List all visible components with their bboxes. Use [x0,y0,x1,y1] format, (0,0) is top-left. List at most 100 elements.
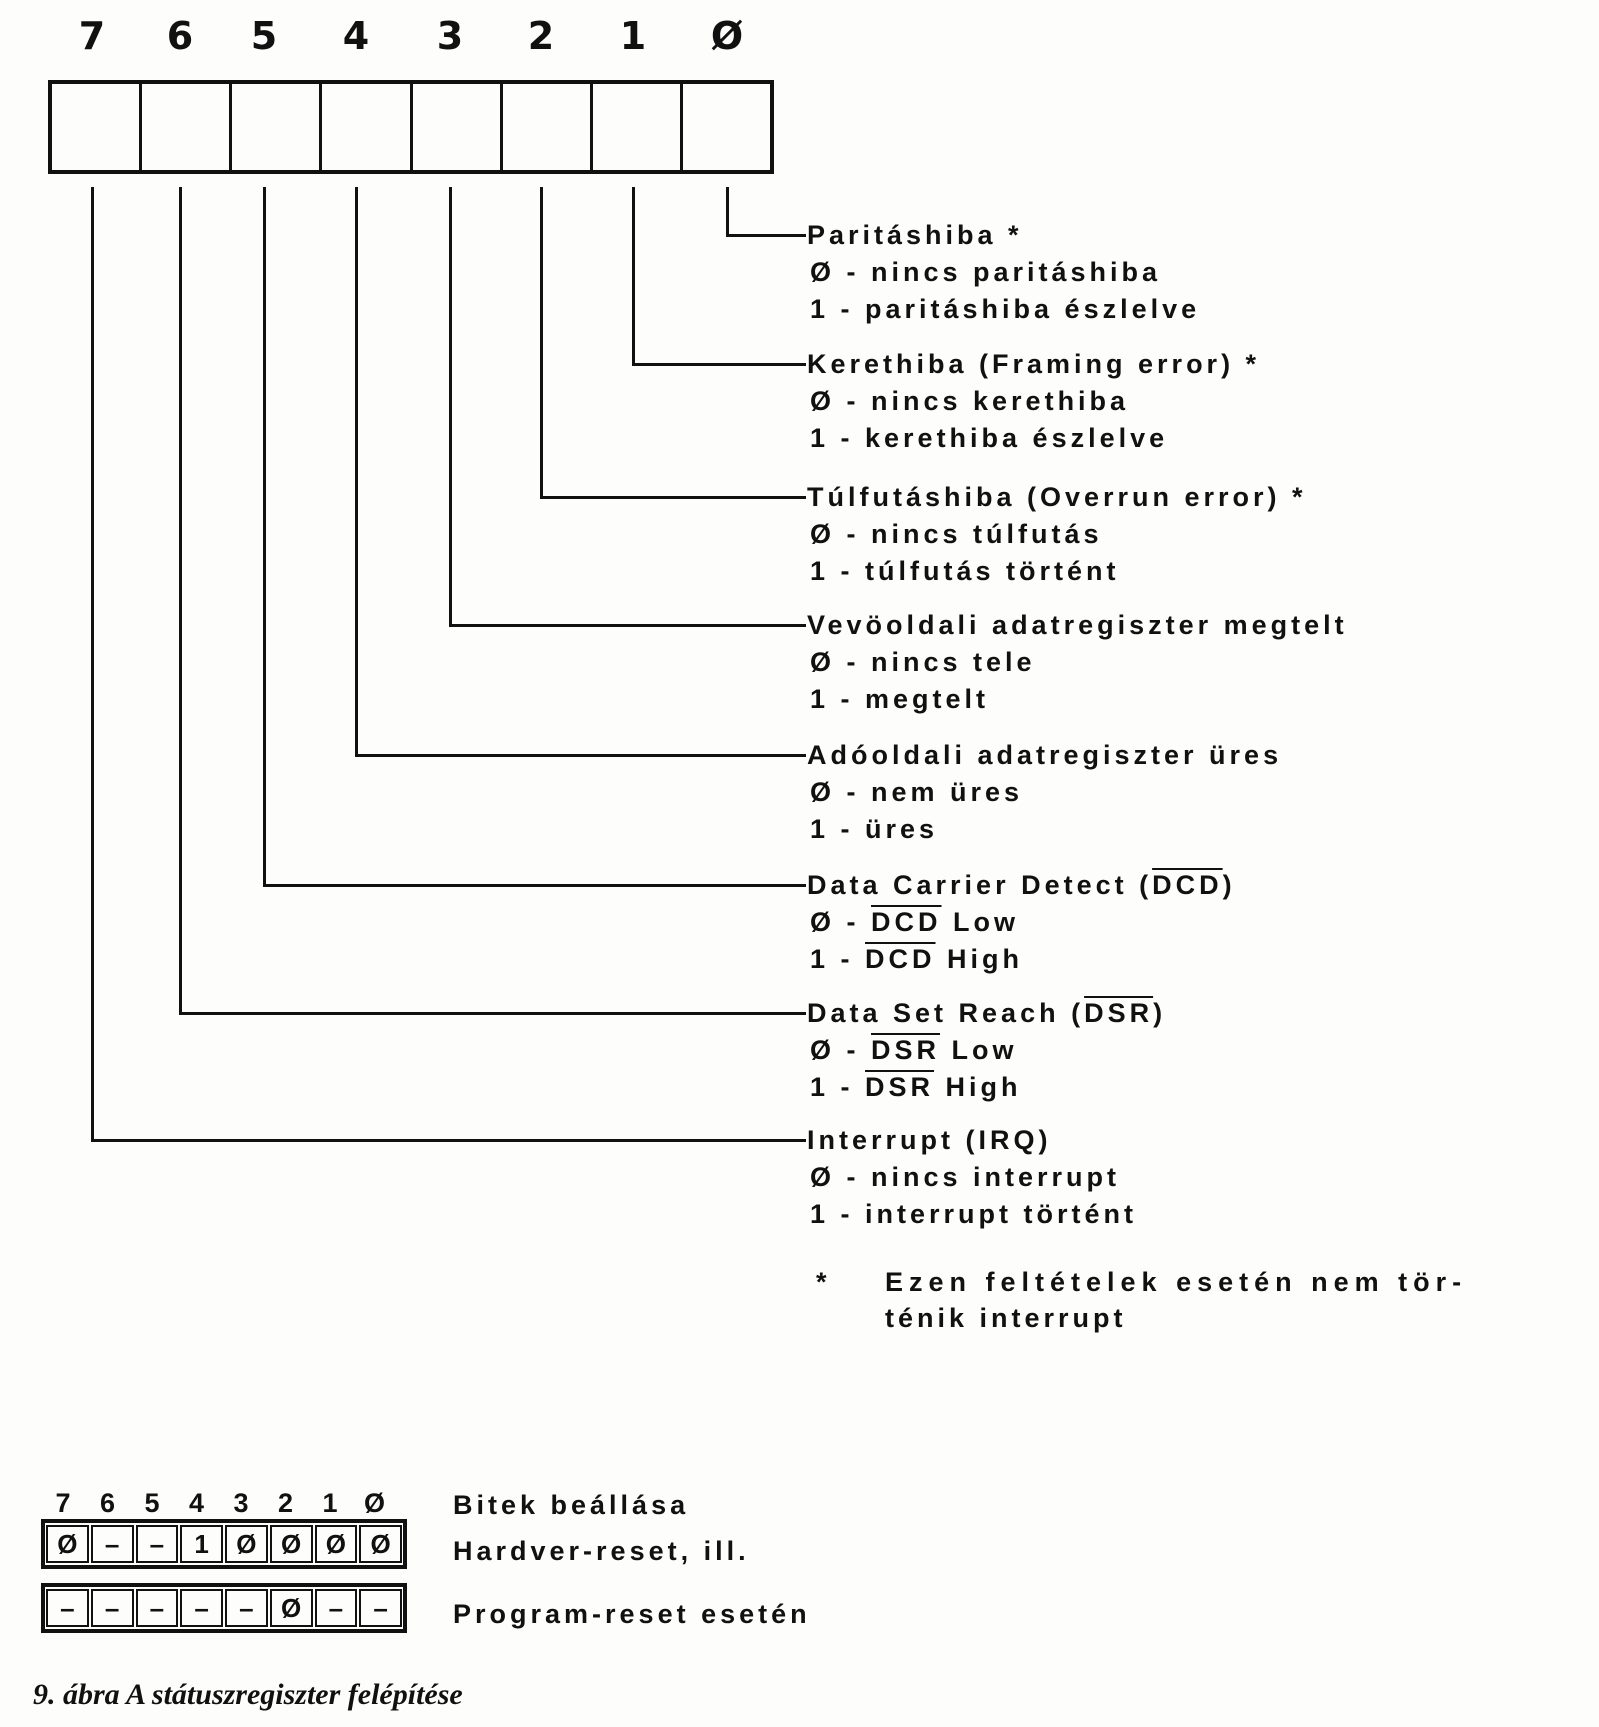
reset-cell: – [359,1589,402,1627]
leader-line-vertical [179,187,182,1013]
text-part: 1 - [810,1072,866,1102]
reset-cell: Ø [225,1525,268,1563]
field-title: Adóoldali adatregiszter üres [807,740,1282,770]
reset-bit-number: 1 [322,1488,338,1518]
field-option: Ø - nincs paritáshiba [810,257,1161,287]
signal-name: DSR [865,1072,935,1102]
signal-name: DSR [1084,998,1154,1028]
field-option: 1 - paritáshiba észlelve [810,294,1200,324]
footnote-line-1: Ezen feltételek esetén nem tör- [885,1267,1468,1297]
field-option: Ø - nem üres [810,777,1023,807]
field-title: Paritáshiba * [807,220,1023,250]
reset-cell: – [46,1589,89,1627]
text-part: High [935,944,1024,974]
leader-line-horizontal [179,1012,806,1015]
bit-number: 3 [436,14,464,58]
reset-bit-number: 4 [188,1488,205,1518]
field-option: Ø - DSR Low [810,1035,1018,1065]
reset-bit-number: Ø [363,1488,385,1518]
reset-bit-number: 3 [233,1488,249,1518]
field-option: 1 - megtelt [810,684,989,714]
reset-label-2: Hardver-reset, ill. [453,1536,750,1566]
leader-line-vertical [726,187,729,235]
leader-line-horizontal [726,234,806,237]
field-option: Ø - nincs tele [810,647,1036,677]
leader-line-vertical [263,187,266,885]
text-part: 1 - túlfutás történt [810,556,1120,586]
text-part: Ø - nincs tele [810,647,1036,677]
leader-line-horizontal [91,1139,806,1142]
text-part: Ø - nincs interrupt [810,1162,1121,1192]
leader-line-horizontal [449,624,806,627]
field-title: Interrupt (IRQ) [807,1125,1051,1155]
footnote-mark: * [816,1267,831,1297]
bit-number: 1 [619,14,647,58]
bit-number: 2 [527,14,555,58]
text-part: 1 - [810,944,866,974]
text-part: Kerethiba (Framing error) * [807,349,1261,379]
text-part: Low [940,1035,1018,1065]
reset-cell: 1 [180,1525,223,1563]
field-title: Túlfutáshiba (Overrun error) * [807,482,1307,512]
register-cell [503,84,593,170]
leader-line-vertical [632,187,635,364]
text-part: 1 - üres [810,814,939,844]
program-reset-row: –––––Ø–– [41,1583,407,1633]
status-register-box [48,80,774,174]
leader-line-vertical [449,187,452,625]
field-option: Ø - nincs kerethiba [810,386,1129,416]
text-part: Ø - nem üres [810,777,1024,807]
text-part: Ø - nincs kerethiba [810,386,1130,416]
register-cell [142,84,233,170]
register-cell [52,84,143,170]
text-part: Ø - [810,1035,871,1065]
text-part: 1 - paritáshiba észlelve [810,294,1201,324]
field-title: Data Carrier Detect (DCD) [807,870,1236,900]
reset-cell: – [135,1589,179,1627]
text-part: Vevöoldali adatregiszter megtelt [807,610,1348,640]
reset-label-3: Program-reset esetén [453,1599,811,1629]
field-title: Data Set Reach (DSR) [807,998,1166,1028]
field-option: 1 - túlfutás történt [810,556,1120,586]
field-option: 1 - DSR High [810,1072,1022,1102]
reset-cell: Ø [46,1525,89,1563]
reset-cell: Ø [269,1525,313,1563]
leader-line-horizontal [263,884,806,887]
signal-name: DCD [871,907,942,937]
text-part: Data Set Reach ( [807,998,1085,1028]
reset-label-1: Bitek beállása [453,1490,690,1520]
register-cell [593,84,683,170]
leader-line-vertical [91,187,94,1140]
bit-number: 4 [342,14,370,58]
field-option: Ø - nincs interrupt [810,1162,1120,1192]
text-part: Túlfutáshiba (Overrun error) * [807,482,1307,512]
leader-line-horizontal [540,496,806,499]
bit-number: 6 [166,14,194,58]
text-part: Paritáshiba * [807,220,1023,250]
bit-number: 7 [78,14,106,58]
field-option: Ø - DCD Low [810,907,1019,937]
reset-bit-number: 6 [99,1488,116,1518]
reset-cell: – [90,1589,134,1627]
field-option: 1 - DCD High [810,944,1023,974]
reset-cell: Ø [314,1525,358,1563]
field-option: 1 - interrupt történt [810,1199,1137,1229]
reset-cell: – [314,1589,358,1627]
field-title: Kerethiba (Framing error) * [807,349,1260,379]
text-part: Data Carrier Detect ( [807,870,1153,900]
text-part: Ø - nincs paritáshiba [810,257,1162,287]
field-title: Vevöoldali adatregiszter megtelt [807,610,1348,640]
signal-name: DCD [1152,870,1223,900]
text-part: Ø - [810,907,871,937]
leader-line-horizontal [632,363,806,366]
text-part: Adóoldali adatregiszter üres [807,740,1283,770]
text-part: Ø - nincs túlfutás [810,519,1103,549]
reset-bit-number: 2 [277,1488,294,1518]
leader-line-vertical [540,187,543,497]
register-cell [683,84,770,170]
field-option: Ø - nincs túlfutás [810,519,1103,549]
reset-cell: – [135,1525,179,1563]
reset-bit-number: 7 [55,1488,71,1518]
